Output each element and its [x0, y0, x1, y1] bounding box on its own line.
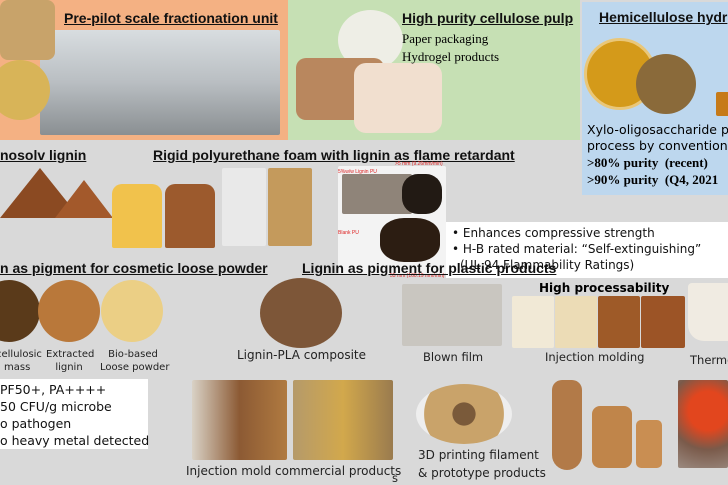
plastic-title: Lignin as pigment for plastic products [302, 260, 557, 276]
purity-q4: >90% purity (Q4, 2021 [587, 172, 719, 187]
property-microbe: 50 CFU/g microbe [0, 399, 112, 414]
cellulose-title: High purity cellulose pulp [402, 10, 574, 26]
high-processability-label: High processability [539, 281, 670, 295]
burn-char-bottom [380, 218, 440, 262]
caption-biomass-1: cellulosic [0, 349, 42, 360]
composite-caption: Lignin-PLA composite [237, 348, 366, 362]
hemicellulose-desc-1: Xylo-oligosaccharide pur [587, 122, 728, 137]
mold-tray-2-photo [555, 296, 597, 348]
pu-bullet-1-text: Enhances compressive strength [462, 226, 655, 240]
fractionation-unit-photo [40, 30, 280, 135]
filament-caption-2: & prototype products [418, 466, 546, 480]
injection-commercial-caption: Injection mold commercial products [186, 464, 402, 478]
mold-tray-4-photo [641, 296, 685, 348]
foam-section-white-photo [222, 168, 266, 246]
blown-film-photo [402, 284, 502, 346]
pu-bullet-1: • Enhances compressive strength [452, 226, 655, 240]
foam-section-lignin-photo [268, 168, 312, 246]
fractionation-panel: Pre-pilot scale fractionation unit [0, 0, 288, 140]
cosmetic-properties: PF50+, PA++++ 50 CFU/g microbe o pathoge… [0, 379, 150, 449]
extracted-lignin-dish-photo [38, 280, 100, 342]
property-spf: PF50+, PA++++ [0, 382, 107, 397]
cellulose-item-1: Paper packaging [402, 31, 489, 46]
caption-biomass: cellulosic mass [0, 348, 42, 374]
burn-label-blank: Blank PU [338, 230, 359, 236]
burn-lignin-pu-photo [342, 174, 412, 214]
pu-foam-title: Rigid polyurethane foam with lignin as f… [153, 147, 515, 163]
caption-extracted-lignin: Extracted lignin [46, 348, 95, 374]
cosmetic-title: n as pigment for cosmetic loose powder [0, 260, 268, 276]
cellulose-panel: High purity cellulose pulp Paper packagi… [288, 0, 580, 140]
pu-foam-yellow-photo [112, 184, 162, 248]
filament-caption-1: 3D printing filament [418, 448, 539, 462]
organosolv-title: nosolv lignin [0, 147, 87, 163]
xos-granules-photo [636, 54, 696, 114]
mold-tray-3-photo [598, 296, 640, 348]
wood-chips-photo [0, 0, 55, 60]
honey-jar-photo [716, 92, 728, 116]
burn-char-top [402, 174, 442, 214]
printed-bottle-2-photo [592, 406, 632, 468]
blown-film-caption: Blown film [423, 350, 484, 364]
purity-recent: >80% purity (recent) [587, 155, 708, 170]
printed-bottle-3-photo [636, 420, 662, 468]
thermoformed-cup-photo [688, 283, 728, 341]
pu-foam-bullets: • Enhances compressive strength • H-B ra… [446, 222, 728, 278]
caption-lignin-2: lignin [55, 362, 83, 373]
burn-label-bottom: 55 mm (160.19 mm/min) [390, 273, 445, 279]
injection-molding-caption: Injection molding [545, 350, 645, 364]
cellulose-item-2: Hydrogel products [402, 49, 500, 64]
pulp-tray-white-photo [354, 63, 442, 133]
lignin-pla-pellets-photo [260, 278, 342, 348]
hemicellulose-title: Hemicellulose hydr [599, 9, 728, 25]
thermo-caption: Thermo [690, 353, 728, 367]
biomass-dish-photo [0, 280, 40, 342]
printed-lamp-photo [678, 380, 728, 468]
caption-powder-2: Loose powder [100, 362, 170, 373]
pu-bullet-2: • H-B rated material: “Self-extinguishin… [452, 242, 702, 256]
property-pathogen: o pathogen [0, 416, 72, 431]
hemicellulose-panel: Hemicellulose hydr Xylo-oligosaccharide … [582, 2, 728, 195]
caption-powder-1: Bio-based [108, 349, 158, 360]
caption-lignin-1: Extracted [46, 349, 95, 360]
fractionation-title: Pre-pilot scale fractionation unit [64, 10, 278, 26]
printed-bottles-photo [552, 380, 582, 470]
pu-foam-brown-photo [165, 184, 215, 248]
burn-label-lignin: 5%w/w Lignin PU [338, 169, 377, 175]
filament-spool-photo [416, 384, 512, 444]
sawdust-photo [0, 60, 50, 120]
cutlery-photo [293, 380, 393, 460]
property-heavy-metal: o heavy metal detected [0, 433, 150, 448]
mold-tray-1-photo [512, 296, 554, 348]
hemicellulose-desc-2: process by conventional [587, 138, 728, 153]
loose-powder-dish-photo [101, 280, 163, 342]
cut-caption-s: s [392, 471, 398, 485]
pu-bullet-2-text: H-B rated material: “Self-extinguishing” [462, 242, 702, 256]
pu-bullet-3: (UL 94 Flammability Ratings) [460, 258, 635, 272]
caption-biomass-2: mass [4, 362, 31, 373]
cups-photo [192, 380, 287, 460]
burn-label-top: >5 mm (9.26mm/min) [395, 161, 443, 167]
